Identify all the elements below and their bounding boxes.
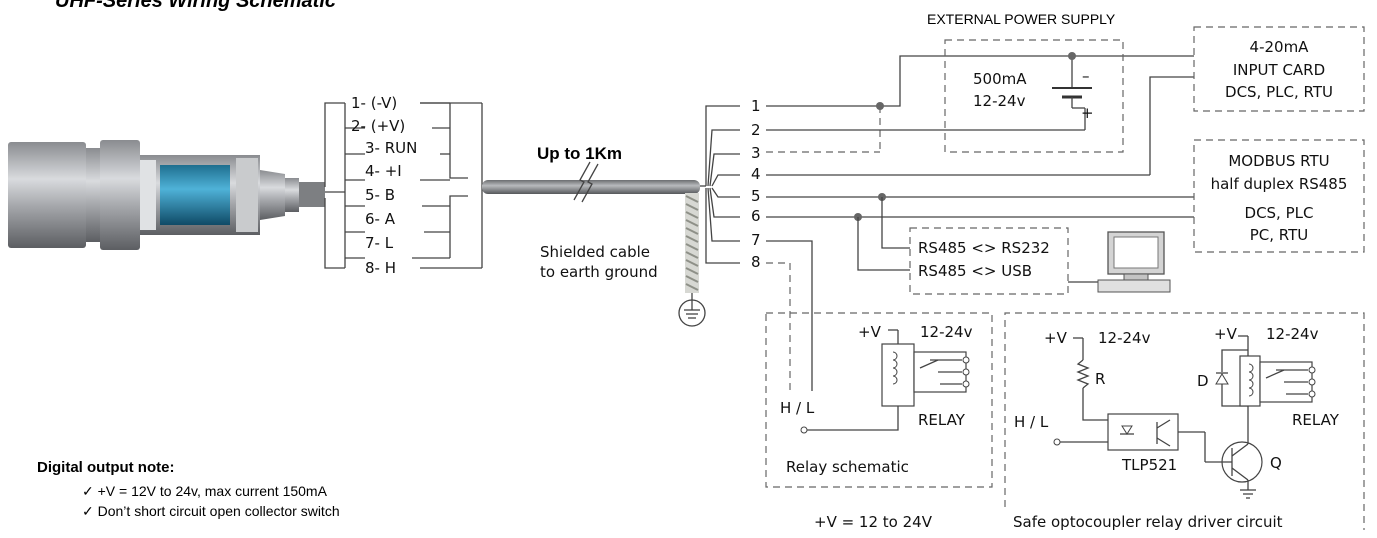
pin-label: 6- A <box>365 210 396 228</box>
opto-caption: Safe optocoupler relay driver circuit <box>1013 513 1283 531</box>
modbus-mode: half duplex RS485 <box>1211 175 1348 193</box>
shielded-cable <box>482 161 706 327</box>
terminal-number: 7 <box>751 231 761 249</box>
terminal-number: 1 <box>751 97 761 115</box>
relay-hl-label: H / L <box>780 399 815 417</box>
relay-label: RELAY <box>918 411 966 429</box>
input-card-systems: DCS, PLC, RTU <box>1225 83 1333 101</box>
terminal-number: 3 <box>751 144 761 162</box>
optocoupler-circuit <box>1004 312 1365 530</box>
opto-supply: 12-24v <box>1098 329 1151 347</box>
pin-label: 3- RUN <box>365 139 417 157</box>
pin-label: 7- L <box>365 234 394 252</box>
opto-vplus-right: +V <box>1214 325 1238 343</box>
modbus-systems: DCS, PLC <box>1245 204 1314 222</box>
terminal-numbers: 1 2 3 4 5 6 7 8 <box>751 97 761 271</box>
pin-label: 2- (+V) <box>351 117 405 135</box>
usb-converter: RS485 <> USB <box>918 262 1032 280</box>
note-item: ✓ Don’t short circuit open collector swi… <box>82 503 340 519</box>
notes-heading: Digital output note: <box>37 459 174 476</box>
terminal-number: 6 <box>751 207 761 225</box>
sensor-pin-labels: 1- (-V) 2- (+V) 3- RUN 4- +I 5- B 6- A 7… <box>351 94 417 277</box>
terminal-number: 8 <box>751 253 761 271</box>
terminal-number: 4 <box>751 165 761 183</box>
relay-voltage-note: +V = 12 to 24V <box>814 513 933 531</box>
computer-icon <box>1068 231 1171 293</box>
pin-label: 4- +I <box>365 162 402 180</box>
terminal-number: 2 <box>751 121 761 139</box>
opto-supply-right: 12-24v <box>1266 325 1319 343</box>
relay-supply: 12-24v <box>920 323 973 341</box>
shield-label: to earth ground <box>540 263 658 281</box>
diode-label: D <box>1197 372 1209 390</box>
opto-hl-label: H / L <box>1014 413 1049 431</box>
pin-label: 1- (-V) <box>351 94 397 112</box>
terminal-number: 5 <box>751 187 761 205</box>
transistor-label: Q <box>1270 454 1282 472</box>
cable-length-label: Up to 1Km <box>537 144 622 163</box>
pin-label: 5- B <box>365 186 395 204</box>
relay-caption: Relay schematic <box>786 458 909 476</box>
pin-label: 8- H <box>365 259 396 277</box>
shield-label: Shielded cable <box>540 243 650 261</box>
power-supply-current: 500mA <box>973 70 1027 88</box>
signal-wires <box>766 55 1194 391</box>
modbus-title: MODBUS RTU <box>1228 152 1329 170</box>
sensor-image <box>8 140 325 250</box>
input-card-box <box>1193 26 1365 112</box>
resistor-label: R <box>1095 370 1105 388</box>
modbus-systems: PC, RTU <box>1250 226 1309 244</box>
positive-terminal: + <box>1081 104 1094 122</box>
power-supply-voltage: 12-24v <box>973 92 1026 110</box>
input-card-title: 4-20mA <box>1250 38 1310 56</box>
optocoupler-label: TLP521 <box>1121 456 1177 474</box>
negative-terminal: – <box>1082 67 1090 85</box>
opto-vplus: +V <box>1044 329 1068 347</box>
converter-box <box>909 227 1069 295</box>
power-supply <box>944 39 1124 153</box>
terminal-wires <box>700 105 740 264</box>
note-item: ✓ +V = 12V to 24v, max current 150mA <box>82 483 328 499</box>
sensor-pin-block <box>324 102 483 269</box>
rs232-converter: RS485 <> RS232 <box>918 239 1050 257</box>
opto-relay-label: RELAY <box>1292 411 1340 429</box>
modbus-box <box>1193 139 1365 253</box>
input-card-label: INPUT CARD <box>1233 61 1325 79</box>
power-supply-title: EXTERNAL POWER SUPPLY <box>927 11 1116 27</box>
relay-vplus: +V <box>858 323 882 341</box>
page-title: UHF-Series Wiring Schematic <box>55 0 336 12</box>
relay-schematic <box>765 312 993 488</box>
